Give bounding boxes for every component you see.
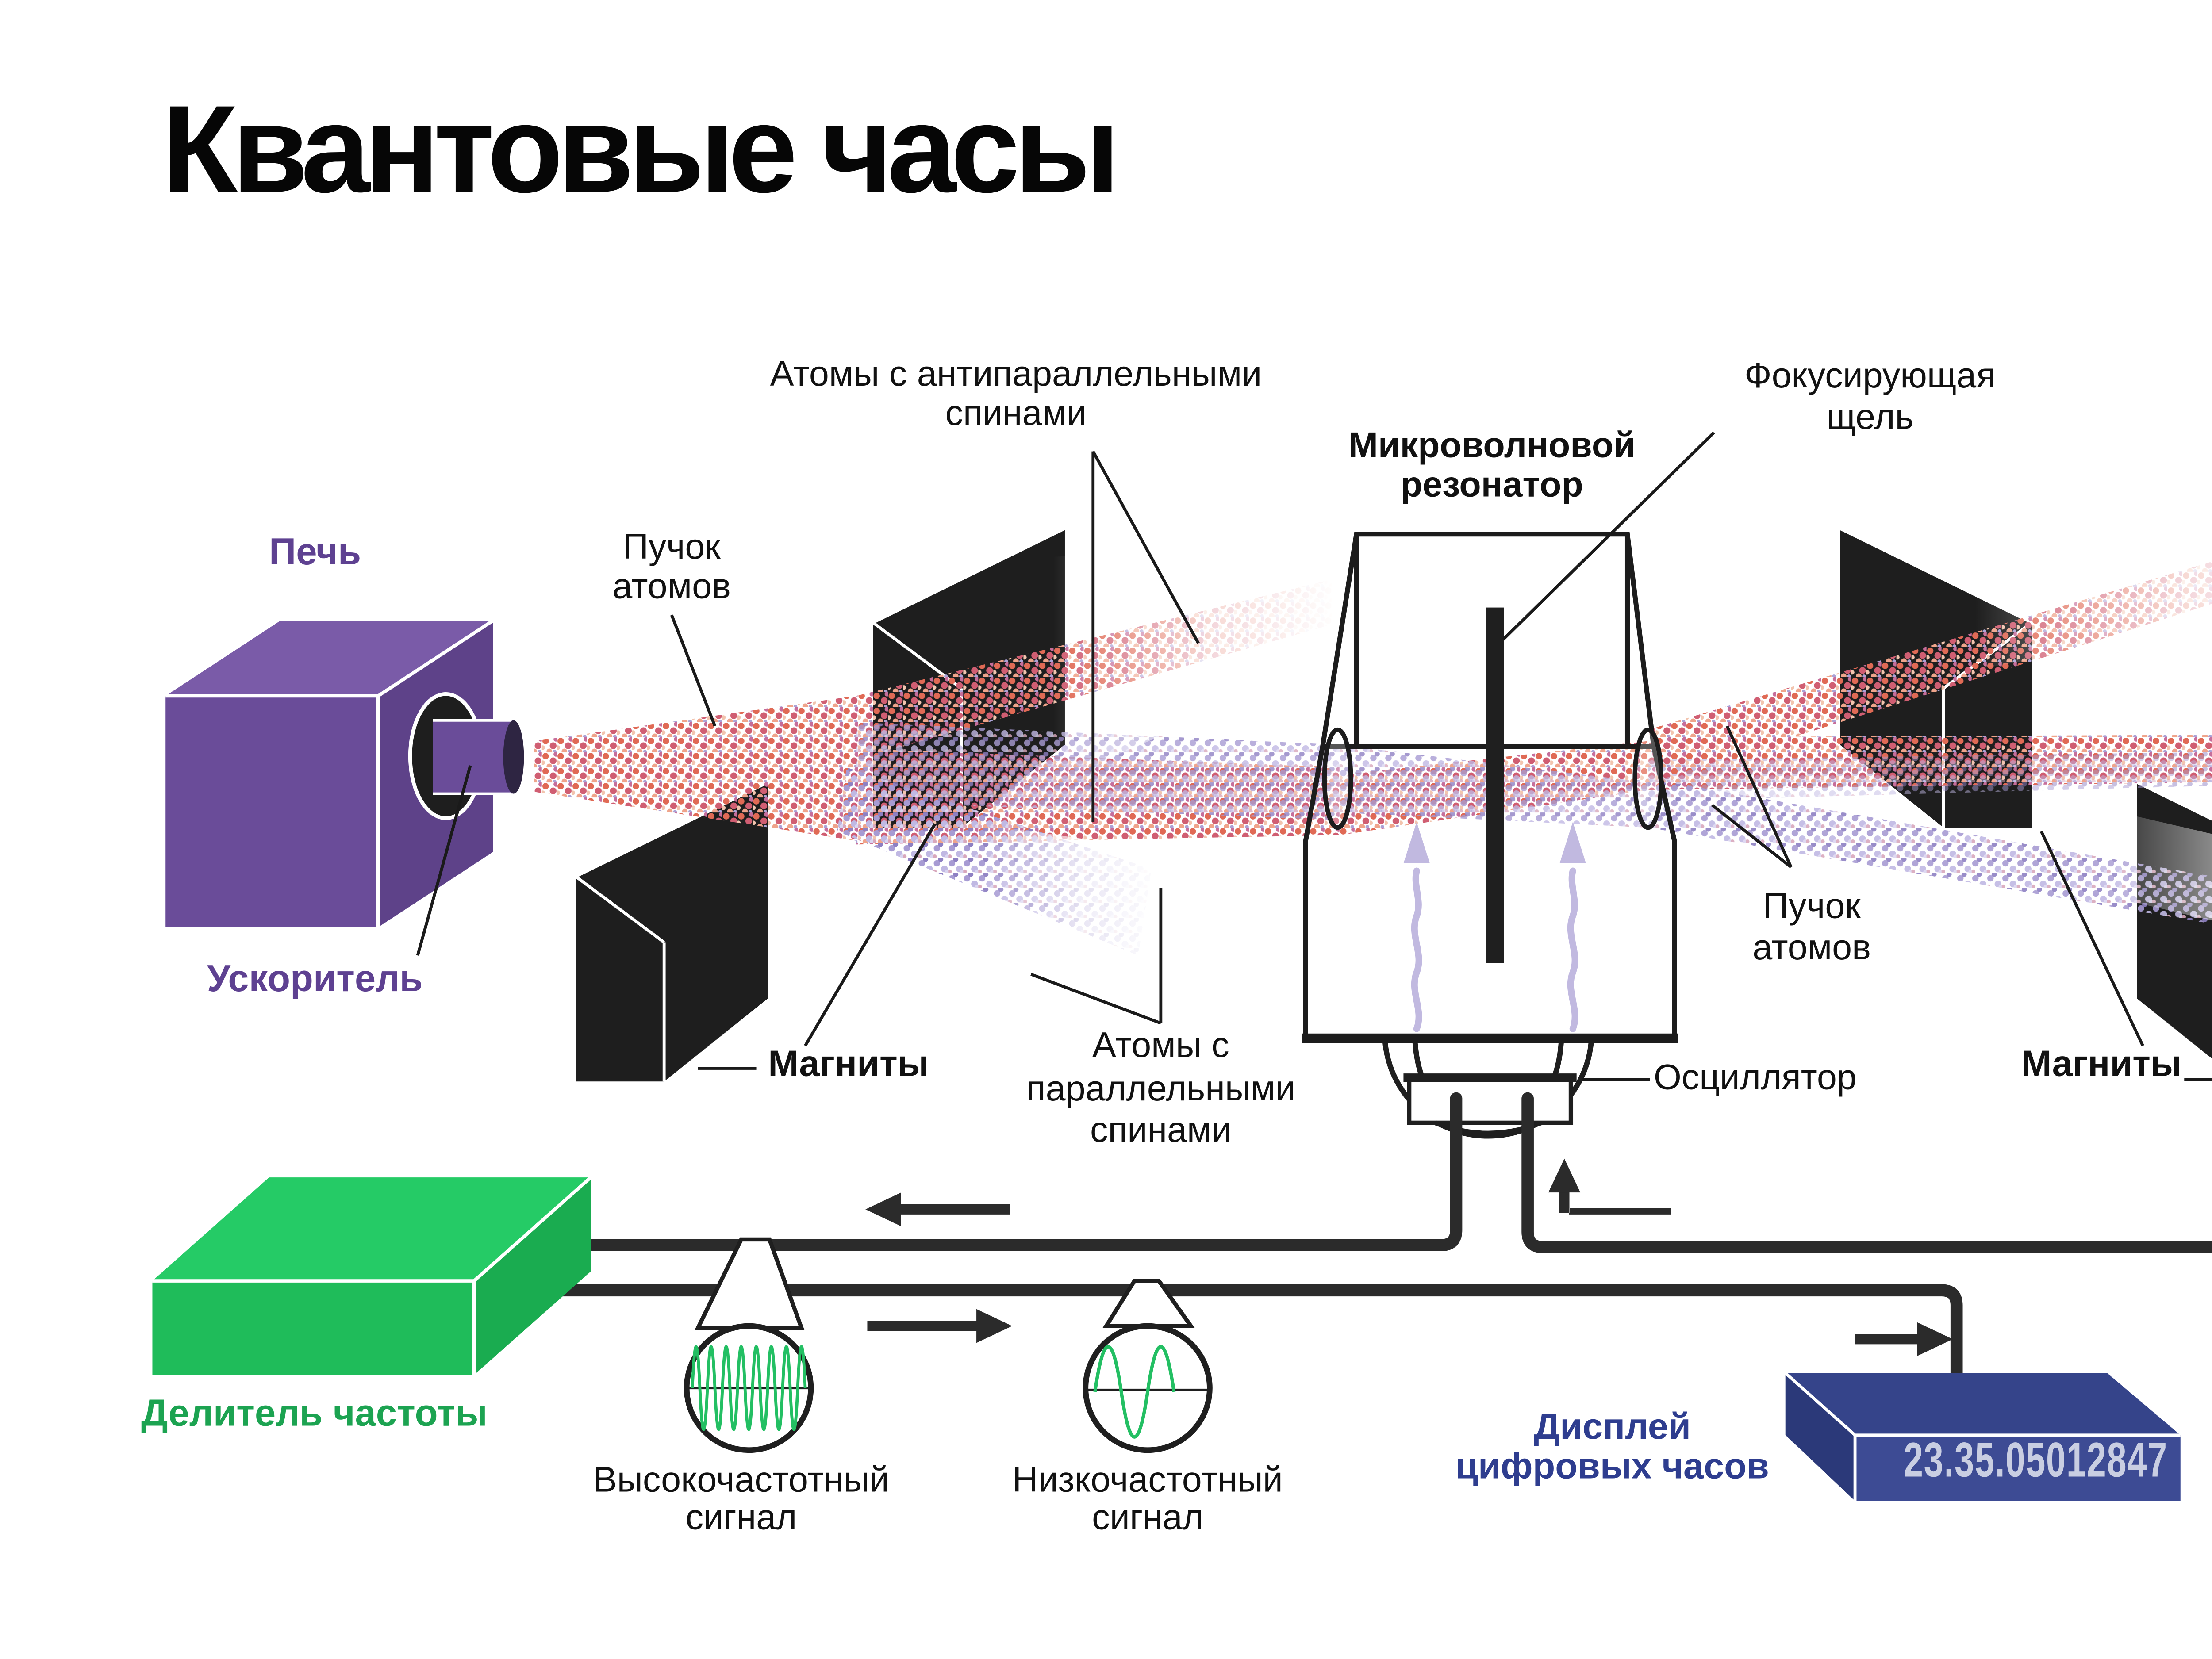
signal-wires [494,1092,2212,1402]
clock-display-box [1784,1372,2181,1501]
label-magnets-right: Магниты [2021,1044,2182,1085]
accelerator-nozzle [433,720,522,794]
hf-sine-wave [691,1345,807,1431]
arrow-right-icon [867,1309,1012,1343]
label-magnets-left: Магниты [768,1044,929,1085]
beam-cone-from-oven [534,696,856,841]
callout-funnel [1102,1279,1195,1328]
microwave-arrows [1403,822,1586,1032]
arrow-right-icon [1855,1322,1953,1356]
magnet-lower-left [575,781,768,1082]
beam-purple-left [856,722,1340,820]
beam-purple-to-detector [1648,752,2212,801]
label-oven: Печь [269,532,361,574]
arrow-up-icon [1548,1158,1671,1215]
focusing-slit-bar [1486,607,1504,963]
beam-port-right [1632,727,1664,830]
waveform-callouts [684,1237,1213,1453]
arrow-left-icon [865,1192,1010,1226]
leader-lines [416,431,2212,1081]
beam-purple-lower-right [1648,778,2212,924]
frequency-divider-box [152,1176,592,1375]
label-accelerator: Ускоритель [207,959,423,1001]
oven-box [165,619,524,927]
microwave-resonator-outline [1302,532,1678,1043]
wire-divider-to-display [494,1284,1963,1402]
page-title: Квантовые часы [161,79,1120,218]
lf-sine-wave [1093,1345,1176,1439]
beam-port-left [1322,727,1353,830]
wire-computer-to-oscillator [1521,1092,2212,1253]
label-frequency-divider: Делитель частоты [141,1394,488,1435]
wire-oscillator-to-divider [541,1092,1463,1252]
callout-funnel [695,1237,805,1330]
flow-arrows [865,1158,1953,1356]
label-oscillator: Осциллятор [1654,1059,1857,1099]
clock-digits: 23.35.05012847 [1903,1431,2168,1488]
